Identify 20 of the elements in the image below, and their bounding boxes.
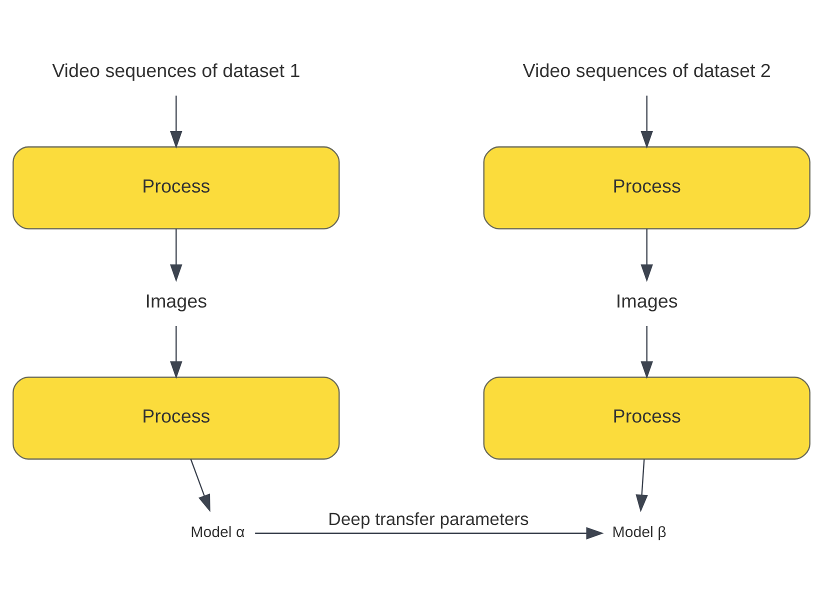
- node-box: Process: [483, 146, 810, 230]
- node-text: Video sequences of dataset 1: [52, 60, 300, 82]
- node-text: Images: [616, 290, 678, 312]
- node-text: Model α: [190, 524, 245, 542]
- arrow: [190, 458, 210, 512]
- node-box: Process: [12, 376, 340, 460]
- arrow: [255, 527, 604, 540]
- arrow: [170, 96, 182, 149]
- arrow: [640, 326, 654, 379]
- node-text: Model β: [612, 524, 666, 542]
- node-box: Process: [483, 376, 810, 460]
- arrow: [170, 228, 182, 282]
- node-text: Images: [145, 290, 208, 312]
- node-text: Video sequences of dataset 2: [522, 60, 771, 82]
- node-box: Process: [12, 146, 340, 230]
- arrow: [636, 459, 648, 512]
- edge-label: Deep transfer parameters: [328, 508, 529, 529]
- arrow: [170, 326, 182, 379]
- arrow: [640, 96, 654, 149]
- arrow: [640, 228, 654, 282]
